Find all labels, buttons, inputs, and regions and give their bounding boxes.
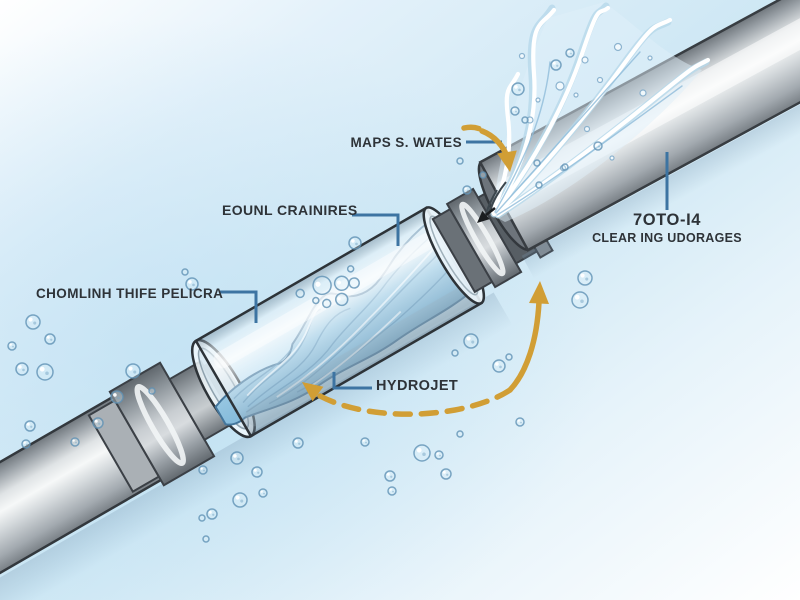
- coupling-ring-highlight: [134, 383, 187, 467]
- leader-pelicra: [220, 290, 258, 323]
- bubbles-layer: [7, 48, 603, 543]
- leader-lines: [220, 140, 669, 390]
- glass-bubbles: [295, 265, 360, 309]
- leader-crainires: [352, 213, 400, 246]
- label-hydrojet: HYDROJET: [376, 378, 459, 394]
- label-eounl-crainires: EOUNL CRAINIRES: [222, 202, 358, 218]
- label-chomlinh-thife-pelicra: CHOMLINH THIFE PELICRA: [36, 286, 224, 301]
- label-maps-s-wates: MAPS S. WATES: [350, 135, 462, 150]
- flow-arrows: [302, 124, 549, 417]
- label-pipe-code: 7OTO-I4: [632, 211, 702, 229]
- upper-pipe-shadow: [521, 74, 800, 279]
- label-pipe-callout: 7OTO-I4 CLEAR ING UDORAGES: [577, 211, 757, 245]
- hydrojet-arrow-icon: [302, 382, 513, 417]
- glass-bottom-shade: [245, 286, 472, 427]
- leader-hydrojet: [332, 372, 372, 390]
- spray-droplets: [518, 42, 653, 172]
- label-pipe-caption: CLEAR ING UDORAGES: [592, 230, 742, 245]
- inflow-arrow-icon: [461, 124, 517, 172]
- joint-arrow-icon: [477, 207, 496, 223]
- circulation-arrow-icon: [507, 281, 549, 393]
